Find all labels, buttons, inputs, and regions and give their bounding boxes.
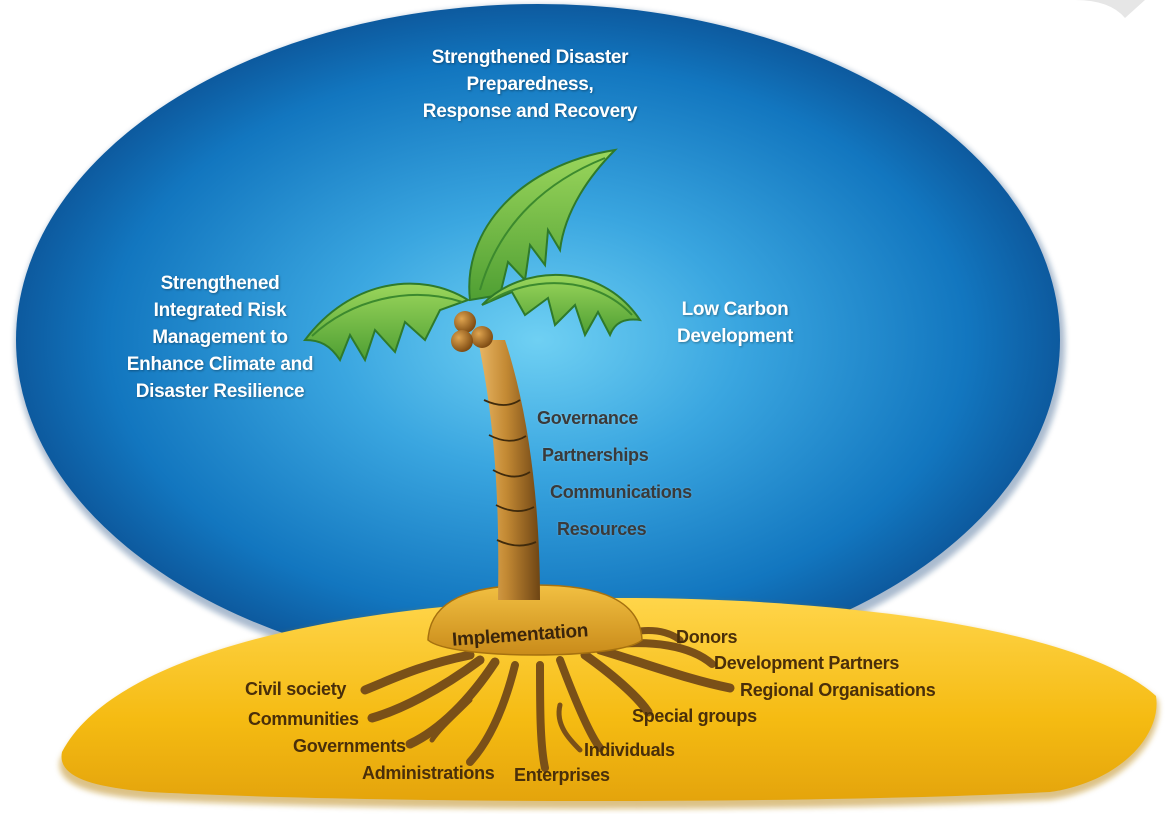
pillar-governance: Governance bbox=[537, 408, 639, 428]
goal-left-line: Disaster Resilience bbox=[135, 381, 305, 402]
pillar-resources: Resources bbox=[557, 519, 647, 539]
goal-top-line: Preparedness, bbox=[466, 74, 594, 95]
palm-trunk bbox=[478, 340, 540, 600]
stakeholder-special-groups: Special groups bbox=[632, 706, 757, 726]
pillar-communications: Communications bbox=[550, 482, 692, 502]
stakeholder-communities: Communities bbox=[248, 709, 359, 729]
goal-left-label: Strengthened Integrated Risk Management … bbox=[110, 270, 330, 405]
corner-arc bbox=[1075, 0, 1145, 18]
stakeholder-governments: Governments bbox=[293, 736, 406, 756]
palm-leaves bbox=[302, 148, 643, 363]
goal-right-label: Low Carbon Development bbox=[650, 296, 820, 350]
goal-left-line: Strengthened bbox=[160, 273, 280, 294]
stakeholder-development-partners: Development Partners bbox=[714, 653, 900, 673]
goal-left-line: Management to bbox=[152, 327, 288, 348]
goal-left-line: Integrated Risk bbox=[153, 300, 287, 321]
goal-right-line: Development bbox=[676, 326, 793, 347]
goal-top-label: Strengthened Disaster Preparedness, Resp… bbox=[400, 44, 660, 125]
implementation-mound bbox=[427, 584, 643, 656]
goal-left-line: Enhance Climate and bbox=[126, 354, 314, 375]
stakeholder-individuals: Individuals bbox=[584, 740, 675, 760]
coconuts bbox=[451, 311, 493, 352]
island bbox=[59, 598, 1159, 809]
stakeholder-donors: Donors bbox=[676, 627, 738, 647]
goal-top-line: Response and Recovery bbox=[422, 101, 638, 122]
goal-top-line: Strengthened Disaster bbox=[431, 47, 629, 68]
stakeholder-regional-organisations: Regional Organisations bbox=[740, 680, 936, 700]
stakeholder-enterprises: Enterprises bbox=[514, 765, 610, 785]
stakeholder-administrations: Administrations bbox=[362, 763, 495, 783]
pillar-partnerships: Partnerships bbox=[542, 445, 649, 465]
goal-right-line: Low Carbon bbox=[681, 299, 789, 320]
stakeholder-civil-society: Civil society bbox=[245, 679, 347, 699]
sky-ellipse bbox=[15, 4, 1065, 685]
